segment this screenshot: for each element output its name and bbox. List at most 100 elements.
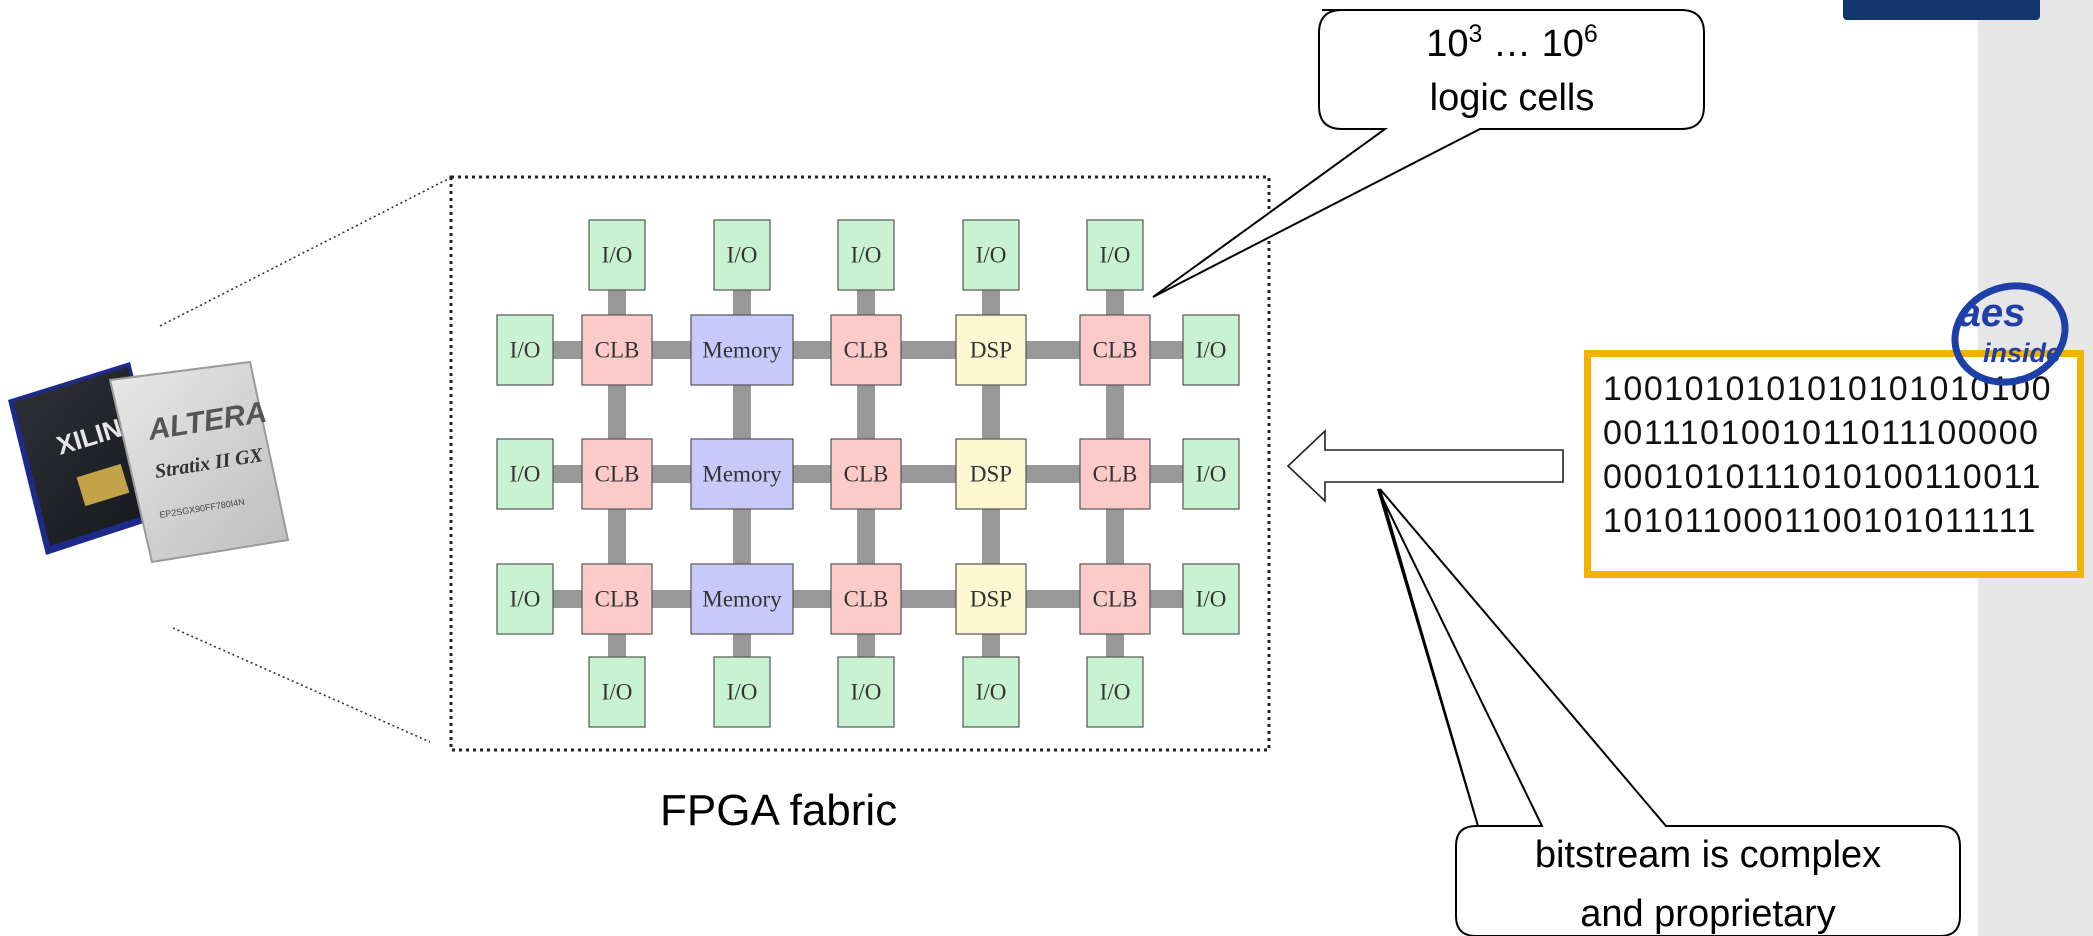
- aes-logo-bottom: inside: [1983, 338, 2061, 368]
- configuration-arrow: [1286, 429, 1564, 503]
- io-block: I/O: [1182, 314, 1240, 386]
- io-block-box: [496, 314, 554, 386]
- fabric-caption: FPGA fabric: [660, 786, 897, 835]
- fpga-fabric-frame: [449, 175, 1271, 752]
- clb-block-label: CLB: [844, 462, 889, 487]
- clb-block-box: [1079, 438, 1151, 510]
- io-block-label: I/O: [976, 243, 1007, 268]
- bitstream-callout-line2: and proprietary: [1580, 893, 1836, 935]
- io-block-box: [837, 656, 895, 728]
- io-block: I/O: [496, 438, 554, 510]
- clb-block-box: [1079, 314, 1151, 386]
- io-block: I/O: [713, 219, 771, 291]
- count-ellipsis: …: [1482, 23, 1541, 65]
- count-exp-low: 3: [1469, 20, 1483, 48]
- count-base-high: 10: [1542, 23, 1584, 65]
- clb-block-box: [830, 438, 902, 510]
- memory-block-box: [690, 438, 794, 510]
- clb-block-box: [581, 314, 653, 386]
- clb-block-box: [581, 438, 653, 510]
- clb-block-label: CLB: [1093, 338, 1138, 363]
- bitstream-line: 0001010111010100110011: [1603, 458, 2042, 496]
- io-block-box: [496, 438, 554, 510]
- memory-block-box: [690, 314, 794, 386]
- io-block-box: [588, 219, 646, 291]
- dsp-block-box: [955, 314, 1027, 386]
- io-block-box: [962, 219, 1020, 291]
- io-block-label: I/O: [510, 338, 541, 363]
- io-block-label: I/O: [602, 243, 633, 268]
- memory-block: Memory: [690, 563, 794, 635]
- count-base-low: 10: [1426, 23, 1468, 65]
- io-block-label: I/O: [727, 680, 758, 705]
- io-block-label: I/O: [976, 680, 1007, 705]
- clb-block: CLB: [581, 563, 653, 635]
- io-block: I/O: [837, 656, 895, 728]
- io-block-label: I/O: [1196, 587, 1227, 612]
- bitstream-line: 1010110001100101011111: [1603, 502, 2037, 540]
- io-block: I/O: [1182, 563, 1240, 635]
- io-block: I/O: [962, 219, 1020, 291]
- io-block-label: I/O: [510, 587, 541, 612]
- memory-block: Memory: [690, 314, 794, 386]
- io-block-label: I/O: [1100, 680, 1131, 705]
- io-block: I/O: [1086, 219, 1144, 291]
- bitstream-callout: [1377, 488, 1961, 936]
- io-block: I/O: [496, 314, 554, 386]
- io-block-box: [1182, 563, 1240, 635]
- io-block: I/O: [1086, 656, 1144, 728]
- altera-chip: ALTERA Stratix II GX EP2SGX90FF780I4N: [108, 360, 290, 564]
- logic-cells-count: 103 … 106: [1426, 20, 1598, 65]
- clb-block: CLB: [1079, 563, 1151, 635]
- io-block-box: [496, 563, 554, 635]
- clb-block-box: [830, 314, 902, 386]
- clb-block-label: CLB: [1093, 587, 1138, 612]
- clb-block-label: CLB: [595, 338, 640, 363]
- io-block: I/O: [837, 219, 895, 291]
- io-block: I/O: [588, 656, 646, 728]
- memory-block-label: Memory: [702, 587, 782, 612]
- io-block: I/O: [1182, 438, 1240, 510]
- clb-block-label: CLB: [844, 338, 889, 363]
- io-block-label: I/O: [1100, 243, 1131, 268]
- io-block-label: I/O: [851, 243, 882, 268]
- institution-logo-tab: [1843, 0, 2040, 20]
- io-block: I/O: [962, 656, 1020, 728]
- dsp-block-label: DSP: [970, 462, 1012, 487]
- clb-block: CLB: [581, 438, 653, 510]
- clb-block-box: [1079, 563, 1151, 635]
- clb-block-label: CLB: [844, 587, 889, 612]
- clb-block-box: [830, 563, 902, 635]
- io-block-label: I/O: [727, 243, 758, 268]
- io-block-box: [1086, 219, 1144, 291]
- dsp-block: DSP: [955, 563, 1027, 635]
- dsp-block-box: [955, 563, 1027, 635]
- clb-block: CLB: [581, 314, 653, 386]
- logic-cells-label: logic cells: [1430, 77, 1595, 119]
- aes-inside-logo: aes inside: [1951, 282, 2069, 386]
- io-block: I/O: [496, 563, 554, 635]
- io-block-box: [962, 656, 1020, 728]
- io-block: I/O: [588, 219, 646, 291]
- io-block-box: [1086, 656, 1144, 728]
- io-block-box: [588, 656, 646, 728]
- io-block-label: I/O: [851, 680, 882, 705]
- clb-block: CLB: [1079, 314, 1151, 386]
- aes-logo-top: aes: [1959, 291, 2026, 335]
- clb-block: CLB: [830, 314, 902, 386]
- logic-cells-callout: [1152, 9, 1705, 298]
- io-block-box: [837, 219, 895, 291]
- dsp-block-box: [955, 438, 1027, 510]
- clb-block: CLB: [830, 438, 902, 510]
- io-block-box: [1182, 314, 1240, 386]
- clb-block: CLB: [830, 563, 902, 635]
- io-block-box: [713, 219, 771, 291]
- io-block-label: I/O: [510, 462, 541, 487]
- io-block-label: I/O: [1196, 338, 1227, 363]
- dsp-block: DSP: [955, 438, 1027, 510]
- clb-block-box: [581, 563, 653, 635]
- clb-block-label: CLB: [595, 587, 640, 612]
- zoom-line-top: [159, 177, 451, 327]
- dsp-block-label: DSP: [970, 587, 1012, 612]
